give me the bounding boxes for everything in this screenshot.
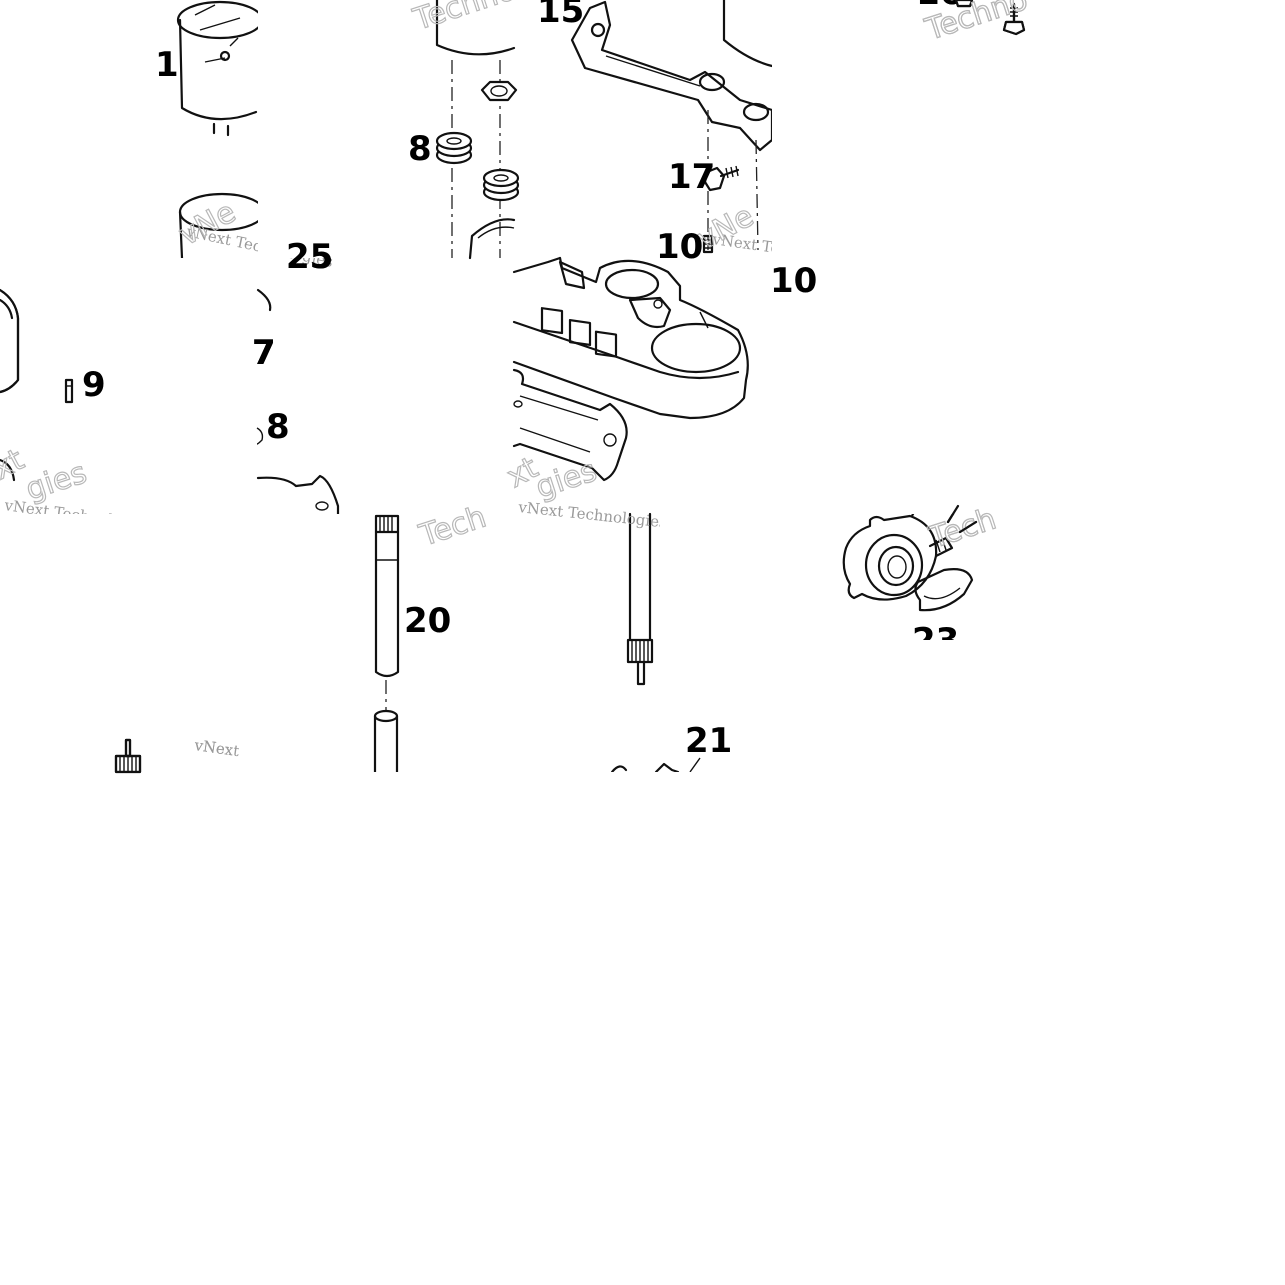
shaft-20-upper [374, 514, 400, 678]
grommet-8-left [435, 131, 473, 165]
cup-edge-left [0, 458, 16, 482]
triple-clamp [512, 256, 749, 420]
callout-1: 1 [155, 45, 179, 85]
callout-7: 7 [252, 333, 276, 373]
svg-text:7: 7 [252, 333, 276, 373]
callout-16: 16 [916, 0, 963, 13]
shaft-20-lower [373, 709, 399, 774]
grommet-8-right [482, 168, 520, 202]
watermark-4: vNext Technologies [517, 498, 668, 532]
callout-overlay: 10 25 7 16 vNext Techno Tech [0, 0, 1033, 774]
callout-17: 17 [668, 157, 715, 197]
svg-text:gies: gies [22, 455, 91, 507]
pin-9 [64, 378, 74, 404]
switch-windows [540, 307, 618, 358]
mount-plate [256, 474, 340, 516]
cable-end-21 [610, 757, 701, 774]
svg-text:25: 25 [286, 237, 333, 277]
grommet-8-bottom [256, 427, 264, 445]
center-line-d [755, 139, 759, 251]
callout-21: 21 [685, 721, 732, 761]
upper-cylinder [435, 0, 516, 56]
bolt-10-small [702, 234, 714, 254]
lower-bracket-arm [512, 368, 628, 482]
svg-text:Techno: Techno [409, 0, 520, 38]
bracket-15 [570, 0, 774, 152]
lower-cup-curve [256, 288, 272, 312]
callout-8-mid: 8 [266, 407, 290, 447]
hex-nut [480, 80, 518, 102]
callout-9: 9 [82, 365, 106, 405]
svg-text:16: 16 [916, 0, 963, 13]
lower-cylinder-top [468, 218, 516, 260]
svg-text:Tech: Tech [415, 500, 491, 554]
svg-text:10: 10 [770, 261, 817, 301]
callout-20: 20 [404, 601, 451, 641]
gauge-housing-right [722, 0, 774, 68]
callout-15: 15 [537, 0, 584, 31]
callout-8-top: 8 [408, 129, 432, 169]
gauge-part-1 [176, 0, 264, 137]
bolt-17 [703, 165, 740, 192]
callout-10-top: 10 [656, 227, 703, 267]
speedo-cable [626, 512, 654, 686]
